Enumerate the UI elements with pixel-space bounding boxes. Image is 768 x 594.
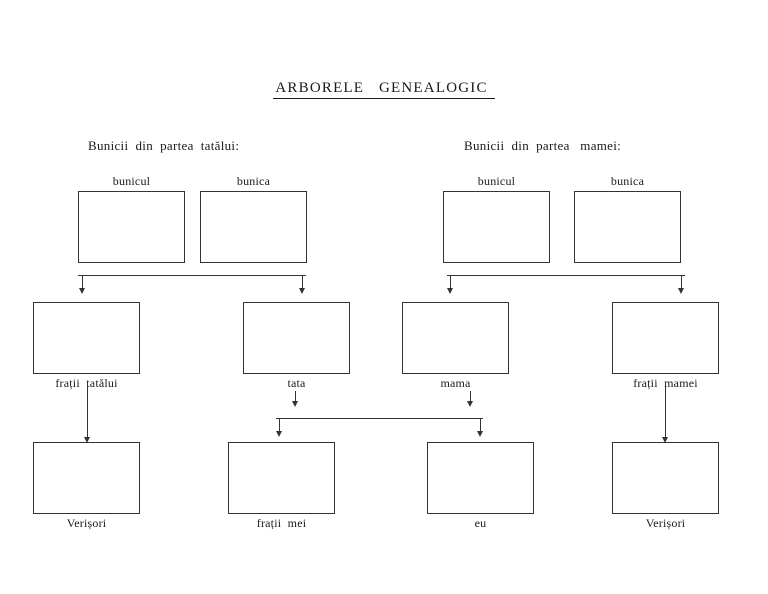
node-caption: tata bbox=[287, 376, 306, 390]
connector-line-to-fratii-mamei bbox=[681, 275, 682, 290]
arrowhead-from-mama bbox=[466, 401, 473, 407]
connector-bar-paternal-grandparents bbox=[78, 275, 306, 276]
connector-line-from-tata bbox=[295, 391, 296, 403]
name-box-bunicul-patern[interactable] bbox=[78, 191, 185, 263]
connector-line-fratii-tatalui-to-verisori bbox=[87, 386, 88, 440]
node-bunicul-patern[interactable]: bunicul bbox=[78, 174, 185, 263]
node-verisori-paterni[interactable]: Verișori bbox=[33, 442, 140, 530]
name-box-bunica-paterna[interactable] bbox=[200, 191, 307, 263]
arrowhead-to-fratii-tatalui bbox=[78, 288, 85, 294]
node-bunica-materna[interactable]: bunica bbox=[574, 174, 681, 263]
arrowhead-from-tata bbox=[291, 401, 298, 407]
arrowhead-to-fratii-mamei bbox=[677, 288, 684, 294]
node-caption: bunicul bbox=[112, 174, 151, 188]
name-box-fratii-tatalui[interactable] bbox=[33, 302, 140, 374]
node-caption: frații mei bbox=[256, 516, 307, 530]
node-fratii-mei[interactable]: frații mei bbox=[228, 442, 335, 530]
name-box-tata[interactable] bbox=[243, 302, 350, 374]
connector-line-from-mama bbox=[470, 391, 471, 403]
node-caption: Verișori bbox=[66, 516, 107, 530]
node-mama[interactable]: mama bbox=[402, 302, 509, 390]
node-bunica-paterna[interactable]: bunica bbox=[200, 174, 307, 263]
arrowhead-to-tata bbox=[298, 288, 305, 294]
name-box-verisori-materni[interactable] bbox=[612, 442, 719, 514]
node-caption: frații tatălui bbox=[55, 376, 118, 390]
section-header-maternal: Bunicii din partea mamei: bbox=[464, 138, 622, 153]
name-box-verisori-paterni[interactable] bbox=[33, 442, 140, 514]
node-caption: bunicul bbox=[477, 174, 516, 188]
page-title-text: ARBORELE GENEALOGIC bbox=[273, 80, 495, 99]
arrowhead-to-eu bbox=[476, 431, 483, 437]
arrowhead-to-verisori-materni bbox=[661, 437, 668, 443]
node-caption: Verișori bbox=[645, 516, 686, 530]
name-box-fratii-mei[interactable] bbox=[228, 442, 335, 514]
node-caption: eu bbox=[474, 516, 487, 530]
arrowhead-to-mama bbox=[446, 288, 453, 294]
connector-line-to-fratii-tatalui bbox=[82, 275, 83, 290]
page-title: ARBORELE GENEALOGIC bbox=[0, 80, 768, 99]
node-fratii-tatalui[interactable]: frații tatălui bbox=[33, 302, 140, 390]
connector-bar-parents-union bbox=[276, 418, 483, 419]
name-box-bunica-materna[interactable] bbox=[574, 191, 681, 263]
name-box-mama[interactable] bbox=[402, 302, 509, 374]
name-box-eu[interactable] bbox=[427, 442, 534, 514]
section-header-paternal: Bunicii din partea tatălui: bbox=[88, 138, 240, 153]
connector-line-to-mama bbox=[450, 275, 451, 290]
connector-line-to-eu bbox=[480, 418, 481, 433]
connector-line-to-tata bbox=[302, 275, 303, 290]
node-verisori-materni[interactable]: Verișori bbox=[612, 442, 719, 530]
node-caption: mama bbox=[440, 376, 471, 390]
arrowhead-to-fratii-mei bbox=[275, 431, 282, 437]
connector-line-fratii-mamei-to-verisori bbox=[665, 386, 666, 440]
node-caption: bunica bbox=[236, 174, 271, 188]
node-eu[interactable]: eu bbox=[427, 442, 534, 530]
connector-bar-maternal-grandparents bbox=[447, 275, 685, 276]
node-caption: frații mamei bbox=[633, 376, 698, 390]
connector-line-to-fratii-mei bbox=[279, 418, 280, 433]
node-tata[interactable]: tata bbox=[243, 302, 350, 390]
node-caption: bunica bbox=[610, 174, 645, 188]
node-fratii-mamei[interactable]: frații mamei bbox=[612, 302, 719, 390]
name-box-fratii-mamei[interactable] bbox=[612, 302, 719, 374]
name-box-bunicul-matern[interactable] bbox=[443, 191, 550, 263]
node-bunicul-matern[interactable]: bunicul bbox=[443, 174, 550, 263]
arrowhead-to-verisori-paterni bbox=[83, 437, 90, 443]
